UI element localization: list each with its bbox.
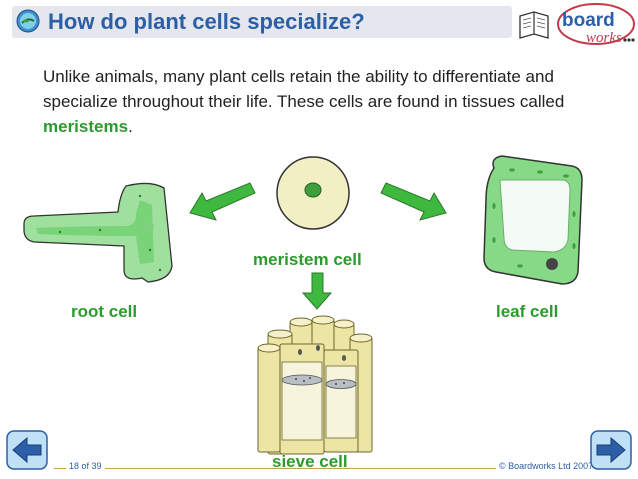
root-cell-illustration: [23, 182, 173, 283]
book-icon: [519, 11, 549, 39]
intro-text: Unlike animals, many plant cells retain …: [43, 67, 565, 111]
logo-works-text: works: [586, 30, 622, 46]
microscope-icon: [16, 9, 40, 33]
leaf-cell-label: leaf cell: [496, 302, 559, 321]
leaf-cell-illustration: [483, 155, 583, 285]
root-cell-label: root cell: [71, 302, 138, 321]
back-arrow-icon: [12, 436, 42, 464]
arrow-to-leaf-icon: [380, 182, 447, 221]
previous-slide-button[interactable]: [6, 430, 48, 470]
meristem-cell-label: meristem cell: [253, 250, 362, 269]
slide-header: How do plant cells specialize? board wor…: [0, 0, 638, 50]
intro-paragraph: Unlike animals, many plant cells retain …: [43, 64, 583, 139]
arrow-to-root-icon: [189, 182, 256, 221]
page-number: 18 of 39: [66, 461, 105, 471]
meristem-cell-illustration: [276, 156, 350, 230]
next-slide-button[interactable]: [590, 430, 632, 470]
page-title: How do plant cells specialize?: [48, 9, 365, 34]
intro-end: .: [128, 117, 133, 136]
intro-highlight: meristems: [43, 117, 129, 136]
logo-board-text: board: [562, 10, 615, 31]
copyright-notice: © Boardworks Ltd 2007: [496, 461, 597, 471]
forward-arrow-icon: [596, 436, 626, 464]
sieve-cell-label: sieve cell: [272, 452, 348, 471]
sieve-cell-illustration: [257, 315, 373, 455]
arrow-to-sieve-icon: [301, 272, 333, 310]
title-bar: [12, 6, 512, 38]
boardworks-logo: board works: [519, 3, 635, 46]
footer-divider: [54, 468, 586, 469]
